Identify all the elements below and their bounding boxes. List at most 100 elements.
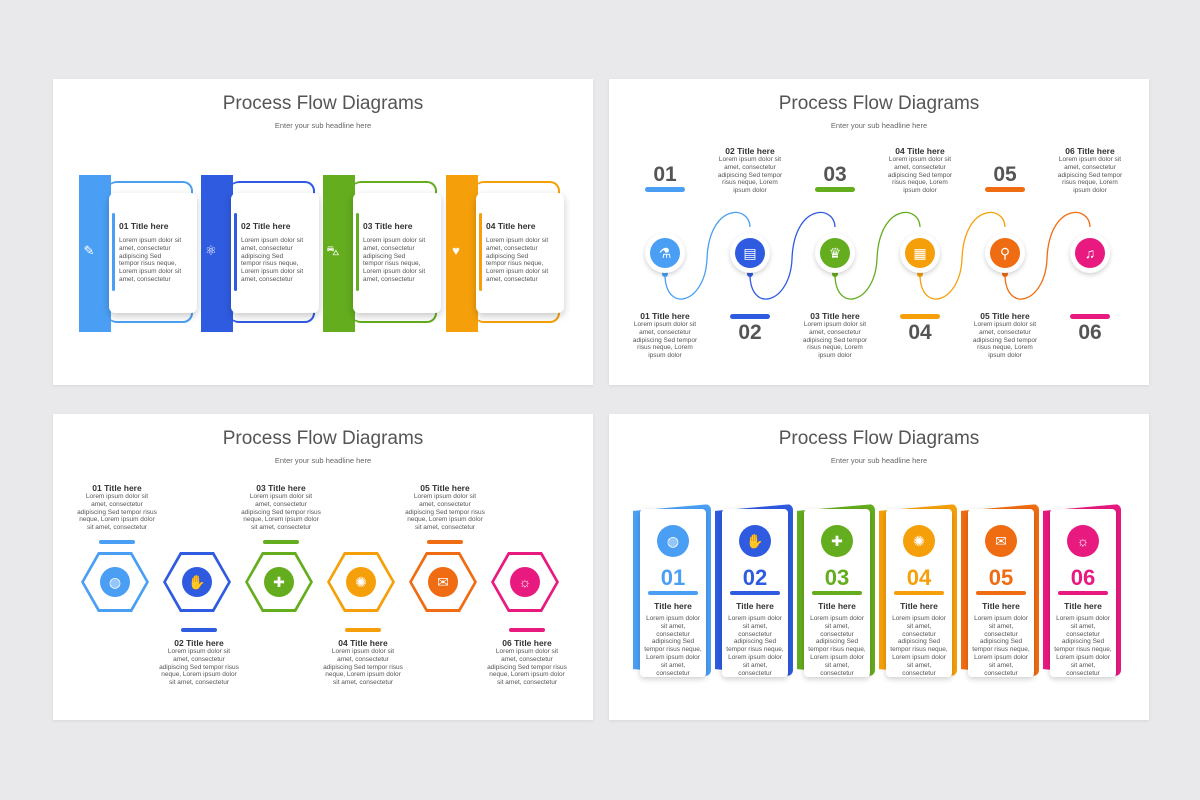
car-icon: ⛍ xyxy=(326,243,340,258)
numbered-card-4: ✺ 04 Title here Lorem ipsum dolor sit am… xyxy=(879,504,957,677)
card-text: Lorem ipsum dolor sit amet, consectetur … xyxy=(890,615,948,677)
atom-icon: ⚛ xyxy=(205,243,217,258)
slide-title: Process Flow Diagrams xyxy=(222,428,424,449)
hexagon-step-1: ◍ xyxy=(81,552,149,612)
step-node-5: ⚲ xyxy=(985,233,1025,273)
step-title: 04 Title here xyxy=(338,638,388,648)
step-body: Lorem ipsum dolor sit amet, consectetur … xyxy=(405,493,485,532)
step-text-1: 01 Title here Lorem ipsum dolor sit amet… xyxy=(630,311,700,360)
process-card-1: ✎ 01 Title here Lorem ipsum dolor sit am… xyxy=(79,175,197,332)
flask-icon: ⚗ xyxy=(650,238,680,268)
card-title: Title here xyxy=(818,601,856,611)
step-text-2: 02 Title here Lorem ipsum dolor sit amet… xyxy=(159,638,239,687)
step-number: 05 xyxy=(993,163,1017,186)
brain-icon: ✺ xyxy=(903,525,935,557)
card-title: Title here xyxy=(736,601,774,611)
step-body: Lorem ipsum dolor sit amet, consectetur … xyxy=(887,156,953,195)
card-text: Lorem ipsum dolor sit amet, consectetur … xyxy=(486,237,549,283)
card-title: 02 Title here xyxy=(241,221,291,231)
slide-title: Process Flow Diagrams xyxy=(222,93,424,114)
step-node-2: ▤ xyxy=(730,233,770,273)
card-title: Title here xyxy=(900,601,938,611)
step-title: 01 Title here xyxy=(92,483,142,493)
numbered-card-2: ✋ 02 Title here Lorem ipsum dolor sit am… xyxy=(715,504,793,677)
step-text-5: 05 Title here Lorem ipsum dolor sit amet… xyxy=(970,311,1040,360)
card-text: Lorem ipsum dolor sit amet, consectetur … xyxy=(808,615,866,677)
hexagon-step-4: ✺ xyxy=(327,552,395,612)
step-text-5: 05 Title here Lorem ipsum dolor sit amet… xyxy=(405,483,485,532)
card-title: Title here xyxy=(654,601,692,611)
lightbulb-icon: ☼ xyxy=(1067,525,1099,557)
brain-icon: ✺ xyxy=(346,567,376,597)
hexagon-step-5: ✉ xyxy=(409,552,477,612)
step-body: Lorem ipsum dolor sit amet, consectetur … xyxy=(323,648,403,687)
step-body: Lorem ipsum dolor sit amet, consectetur … xyxy=(717,156,783,195)
slide-timeline-wave: Process Flow Diagrams Enter your sub hea… xyxy=(609,79,1149,385)
card-text: Lorem ipsum dolor sit amet, consectetur … xyxy=(241,237,304,283)
step-body: Lorem ipsum dolor sit amet, consectetur … xyxy=(1057,156,1123,195)
card-title: 03 Title here xyxy=(363,221,413,231)
globe-icon: ◍ xyxy=(100,567,130,597)
card-text: Lorem ipsum dolor sit amet, consectetur … xyxy=(363,237,426,283)
step-text-2: 02 Title here Lorem ipsum dolor sit amet… xyxy=(715,146,785,195)
step-body: Lorem ipsum dolor sit amet, consectetur … xyxy=(972,321,1038,360)
card-text: Lorem ipsum dolor sit amet, consectetur … xyxy=(726,615,784,677)
step-number: 03 xyxy=(823,163,847,186)
step-node-4: ▦ xyxy=(900,233,940,273)
numbered-card-6: ☼ 06 Title here Lorem ipsum dolor sit am… xyxy=(1043,504,1121,677)
card-number: 02 xyxy=(742,565,768,590)
slide-numbered-cards: Process Flow Diagrams Enter your sub hea… xyxy=(609,414,1149,720)
card-title: 01 Title here xyxy=(119,221,169,231)
heart-icon: ♥ xyxy=(452,243,460,258)
step-title: 06 Title here xyxy=(502,638,552,648)
card-title: Title here xyxy=(982,601,1020,611)
step-title: 03 Title here xyxy=(256,483,306,493)
step-number: 04 xyxy=(908,321,932,344)
slide-hexagon-flow: Process Flow Diagrams Enter your sub hea… xyxy=(53,414,593,720)
lightbulb-icon: ☼ xyxy=(510,567,540,597)
envelope-icon: ✉ xyxy=(428,567,458,597)
card-number: 03 xyxy=(824,565,850,590)
step-text-3: 03 Title here Lorem ipsum dolor sit amet… xyxy=(800,311,870,360)
slide-subtitle: Enter your sub headline here xyxy=(830,121,928,130)
step-body: Lorem ipsum dolor sit amet, consectetur … xyxy=(632,321,698,360)
step-body: Lorem ipsum dolor sit amet, consectetur … xyxy=(241,493,321,532)
step-body: Lorem ipsum dolor sit amet, consectetur … xyxy=(802,321,868,360)
card-number: 01 xyxy=(660,565,686,590)
step-number: 02 xyxy=(738,321,762,344)
step-text-4: 04 Title here Lorem ipsum dolor sit amet… xyxy=(323,638,403,687)
step-body: Lorem ipsum dolor sit amet, consectetur … xyxy=(159,648,239,687)
bell-icon: ♫ xyxy=(1075,238,1105,268)
step-title: 03 Title here xyxy=(810,311,860,321)
step-number: 06 xyxy=(1078,321,1102,344)
numbered-card-3: ✚ 03 Title here Lorem ipsum dolor sit am… xyxy=(797,504,875,677)
puzzle-icon: ✚ xyxy=(264,567,294,597)
step-title: 02 Title here xyxy=(174,638,224,648)
card-number: 06 xyxy=(1070,565,1096,590)
step-body: Lorem ipsum dolor sit amet, consectetur … xyxy=(77,493,157,532)
card-text: Lorem ipsum dolor sit amet, consectetur … xyxy=(644,615,702,677)
process-card-3: ⛍ 03 Title here Lorem ipsum dolor sit am… xyxy=(323,175,441,332)
card-text: Lorem ipsum dolor sit amet, consectetur … xyxy=(119,237,182,283)
step-title: 04 Title here xyxy=(895,146,945,156)
card-text: Lorem ipsum dolor sit amet, consectetur … xyxy=(1054,615,1112,677)
numbered-card-1: ◍ 01 Title here Lorem ipsum dolor sit am… xyxy=(633,504,711,677)
step-title: 01 Title here xyxy=(640,311,690,321)
handshake-icon: ✋ xyxy=(739,525,771,557)
envelope-icon: ✉ xyxy=(985,525,1017,557)
step-title: 05 Title here xyxy=(420,483,470,493)
process-card-4: ♥ 04 Title here Lorem ipsum dolor sit am… xyxy=(446,175,564,332)
step-text-3: 03 Title here Lorem ipsum dolor sit amet… xyxy=(241,483,321,532)
step-title: 05 Title here xyxy=(980,311,1030,321)
card-number: 05 xyxy=(988,565,1014,590)
handshake-icon: ✋ xyxy=(182,567,212,597)
trophy-icon: ♛ xyxy=(820,238,850,268)
book-icon: ▤ xyxy=(735,238,765,268)
card-number: 04 xyxy=(906,565,932,590)
step-node-6: ♫ xyxy=(1070,233,1110,273)
numbered-card-5: ✉ 05 Title here Lorem ipsum dolor sit am… xyxy=(961,504,1039,677)
card-title: 04 Title here xyxy=(486,221,536,231)
process-card-2: ⚛ 02 Title here Lorem ipsum dolor sit am… xyxy=(201,175,319,332)
slide-subtitle: Enter your sub headline here xyxy=(830,456,928,465)
pencil-icon: ✎ xyxy=(83,243,95,258)
